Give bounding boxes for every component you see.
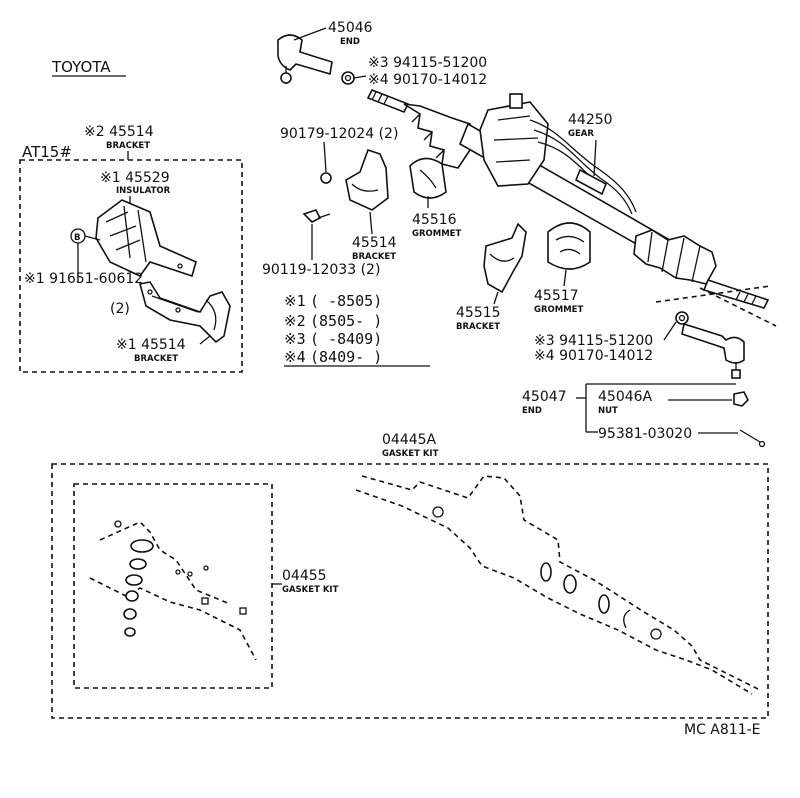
svg-text:45516: 45516	[412, 212, 457, 228]
gear-assembly-drawing	[366, 88, 770, 309]
svg-text:※3 94115-51200: ※3 94115-51200	[534, 333, 653, 349]
bracket-45514-main-callout: 45514 BRACKET	[352, 211, 397, 262]
nut-top-callouts: ※3 94115-51200 ※4 90170-14012	[353, 55, 487, 88]
svg-text:04455: 04455	[282, 568, 327, 584]
grommet-45516-callout: 45516 GROMMET	[412, 196, 461, 239]
svg-text:※1: ※1	[284, 292, 306, 310]
svg-text:90179-12024 (2): 90179-12024 (2)	[280, 126, 398, 142]
svg-text:44250: 44250	[568, 112, 613, 128]
nut-bottom-callouts: ※3 94115-51200 ※4 90170-14012	[534, 321, 677, 364]
svg-text:B: B	[74, 233, 80, 243]
grommet-45517-callout: 45517 GROMMET	[534, 269, 583, 315]
gasket-kit-04455-box	[73, 483, 273, 689]
production-notes: ※1 ( -8505) ※2 (8505- ) ※3 ( -8409) ※4 (…	[284, 292, 430, 367]
svg-text:45047: 45047	[522, 389, 567, 405]
svg-text:BRACKET: BRACKET	[134, 354, 178, 364]
grommet-45517-drawing	[547, 222, 591, 270]
svg-text:45515: 45515	[456, 305, 501, 321]
grommet-45516-drawing	[409, 157, 447, 199]
svg-text:(8409- ): (8409- )	[310, 348, 382, 366]
svg-text:※3 94115-51200: ※3 94115-51200	[368, 55, 487, 71]
svg-text:90119-12033 (2): 90119-12033 (2)	[262, 262, 380, 278]
svg-text:(8505- ): (8505- )	[310, 312, 382, 330]
bracket-45514-inset-callout: ※2 45514 BRACKET	[84, 124, 154, 160]
svg-text:GASKET KIT: GASKET KIT	[382, 449, 439, 459]
svg-text:GEAR: GEAR	[568, 129, 594, 139]
svg-text:GASKET KIT: GASKET KIT	[282, 585, 339, 595]
svg-text:04445A: 04445A	[382, 432, 437, 448]
gasket-kit-04455-callout: 04455 GASKET KIT	[272, 568, 339, 595]
bracket-45514-main-drawing	[345, 148, 389, 211]
bracket-45515-drawing	[483, 222, 527, 294]
svg-text:END: END	[340, 37, 360, 47]
assembly-direction-line	[655, 285, 771, 303]
svg-text:GROMMET: GROMMET	[412, 229, 461, 239]
make-label: TOYOTA	[51, 58, 111, 76]
svg-text:(2): (2)	[110, 301, 130, 317]
svg-text:※4 90170-14012: ※4 90170-14012	[534, 348, 653, 364]
diagram-code: MC A811-E	[684, 722, 761, 738]
end-45046-drawing	[277, 34, 333, 84]
variant-inset-box	[19, 159, 243, 373]
gasket-housing-outline	[355, 475, 761, 695]
nut-45046A-drawing	[733, 391, 749, 407]
nut-45046A-callout: 45046A NUT	[598, 389, 732, 416]
svg-text:45046A: 45046A	[598, 389, 653, 405]
svg-text:※3: ※3	[284, 330, 306, 348]
svg-text:( -8409): ( -8409)	[310, 330, 382, 348]
svg-text:95381-03020: 95381-03020	[598, 426, 692, 442]
variant-box-label: AT15#	[22, 143, 72, 161]
pin-95381-drawing	[739, 429, 766, 448]
svg-text:※4: ※4	[284, 348, 306, 366]
bolt-90119-callout: 90119-12033 (2)	[262, 224, 380, 278]
gasket-04455-drawing	[89, 520, 257, 661]
svg-text:45046: 45046	[328, 20, 373, 36]
bolt-90119-drawing	[302, 209, 331, 223]
svg-text:BRACKET: BRACKET	[106, 141, 150, 151]
gasket-kit-04445A-box	[51, 463, 769, 719]
svg-text:45514: 45514	[352, 235, 397, 251]
svg-text:( -8505): ( -8505)	[310, 292, 382, 310]
svg-text:※4 90170-14012: ※4 90170-14012	[368, 72, 487, 88]
svg-text:NUT: NUT	[598, 406, 618, 416]
bolt-90179-callout: 90179-12024 (2)	[280, 126, 398, 173]
svg-text:BRACKET: BRACKET	[352, 252, 396, 262]
insulator-drawing	[95, 199, 197, 278]
svg-text:BRACKET: BRACKET	[456, 322, 500, 332]
pin-95381-callout: 95381-03020	[586, 426, 738, 442]
bracket-45514-lower-callout: ※1 45514 BRACKET	[116, 335, 211, 364]
svg-text:※2: ※2	[284, 312, 306, 330]
bolt-90179-drawing	[320, 172, 332, 184]
svg-text:※1 45514: ※1 45514	[116, 337, 186, 353]
svg-text:※2 45514: ※2 45514	[84, 124, 154, 140]
bracket-45515-callout: 45515 BRACKET	[456, 291, 501, 332]
svg-text:※1 45529: ※1 45529	[100, 170, 170, 186]
end-45046-callout: 45046 END	[293, 20, 373, 47]
end-45047-callout: 45047 END	[522, 383, 736, 432]
bolt-91651-callout: B ※1 91651-60612 (2)	[24, 228, 143, 317]
bracket-lower-drawing	[139, 281, 231, 344]
insulator-45529-callout: ※1 45529 INSULATOR	[100, 170, 171, 206]
nut-bottom-drawing	[675, 311, 689, 325]
gasket-kit-04445A-callout: 04445A GASKET KIT	[382, 432, 439, 459]
gear-callout: 44250 GEAR	[568, 112, 613, 177]
svg-text:GROMMET: GROMMET	[534, 305, 583, 315]
svg-text:45517: 45517	[534, 288, 579, 304]
svg-text:END: END	[522, 406, 542, 416]
nut-top-drawing	[341, 71, 355, 85]
svg-text:INSULATOR: INSULATOR	[116, 186, 171, 196]
end-45047-drawing	[681, 322, 745, 379]
svg-text:※1 91651-60612: ※1 91651-60612	[24, 271, 143, 287]
